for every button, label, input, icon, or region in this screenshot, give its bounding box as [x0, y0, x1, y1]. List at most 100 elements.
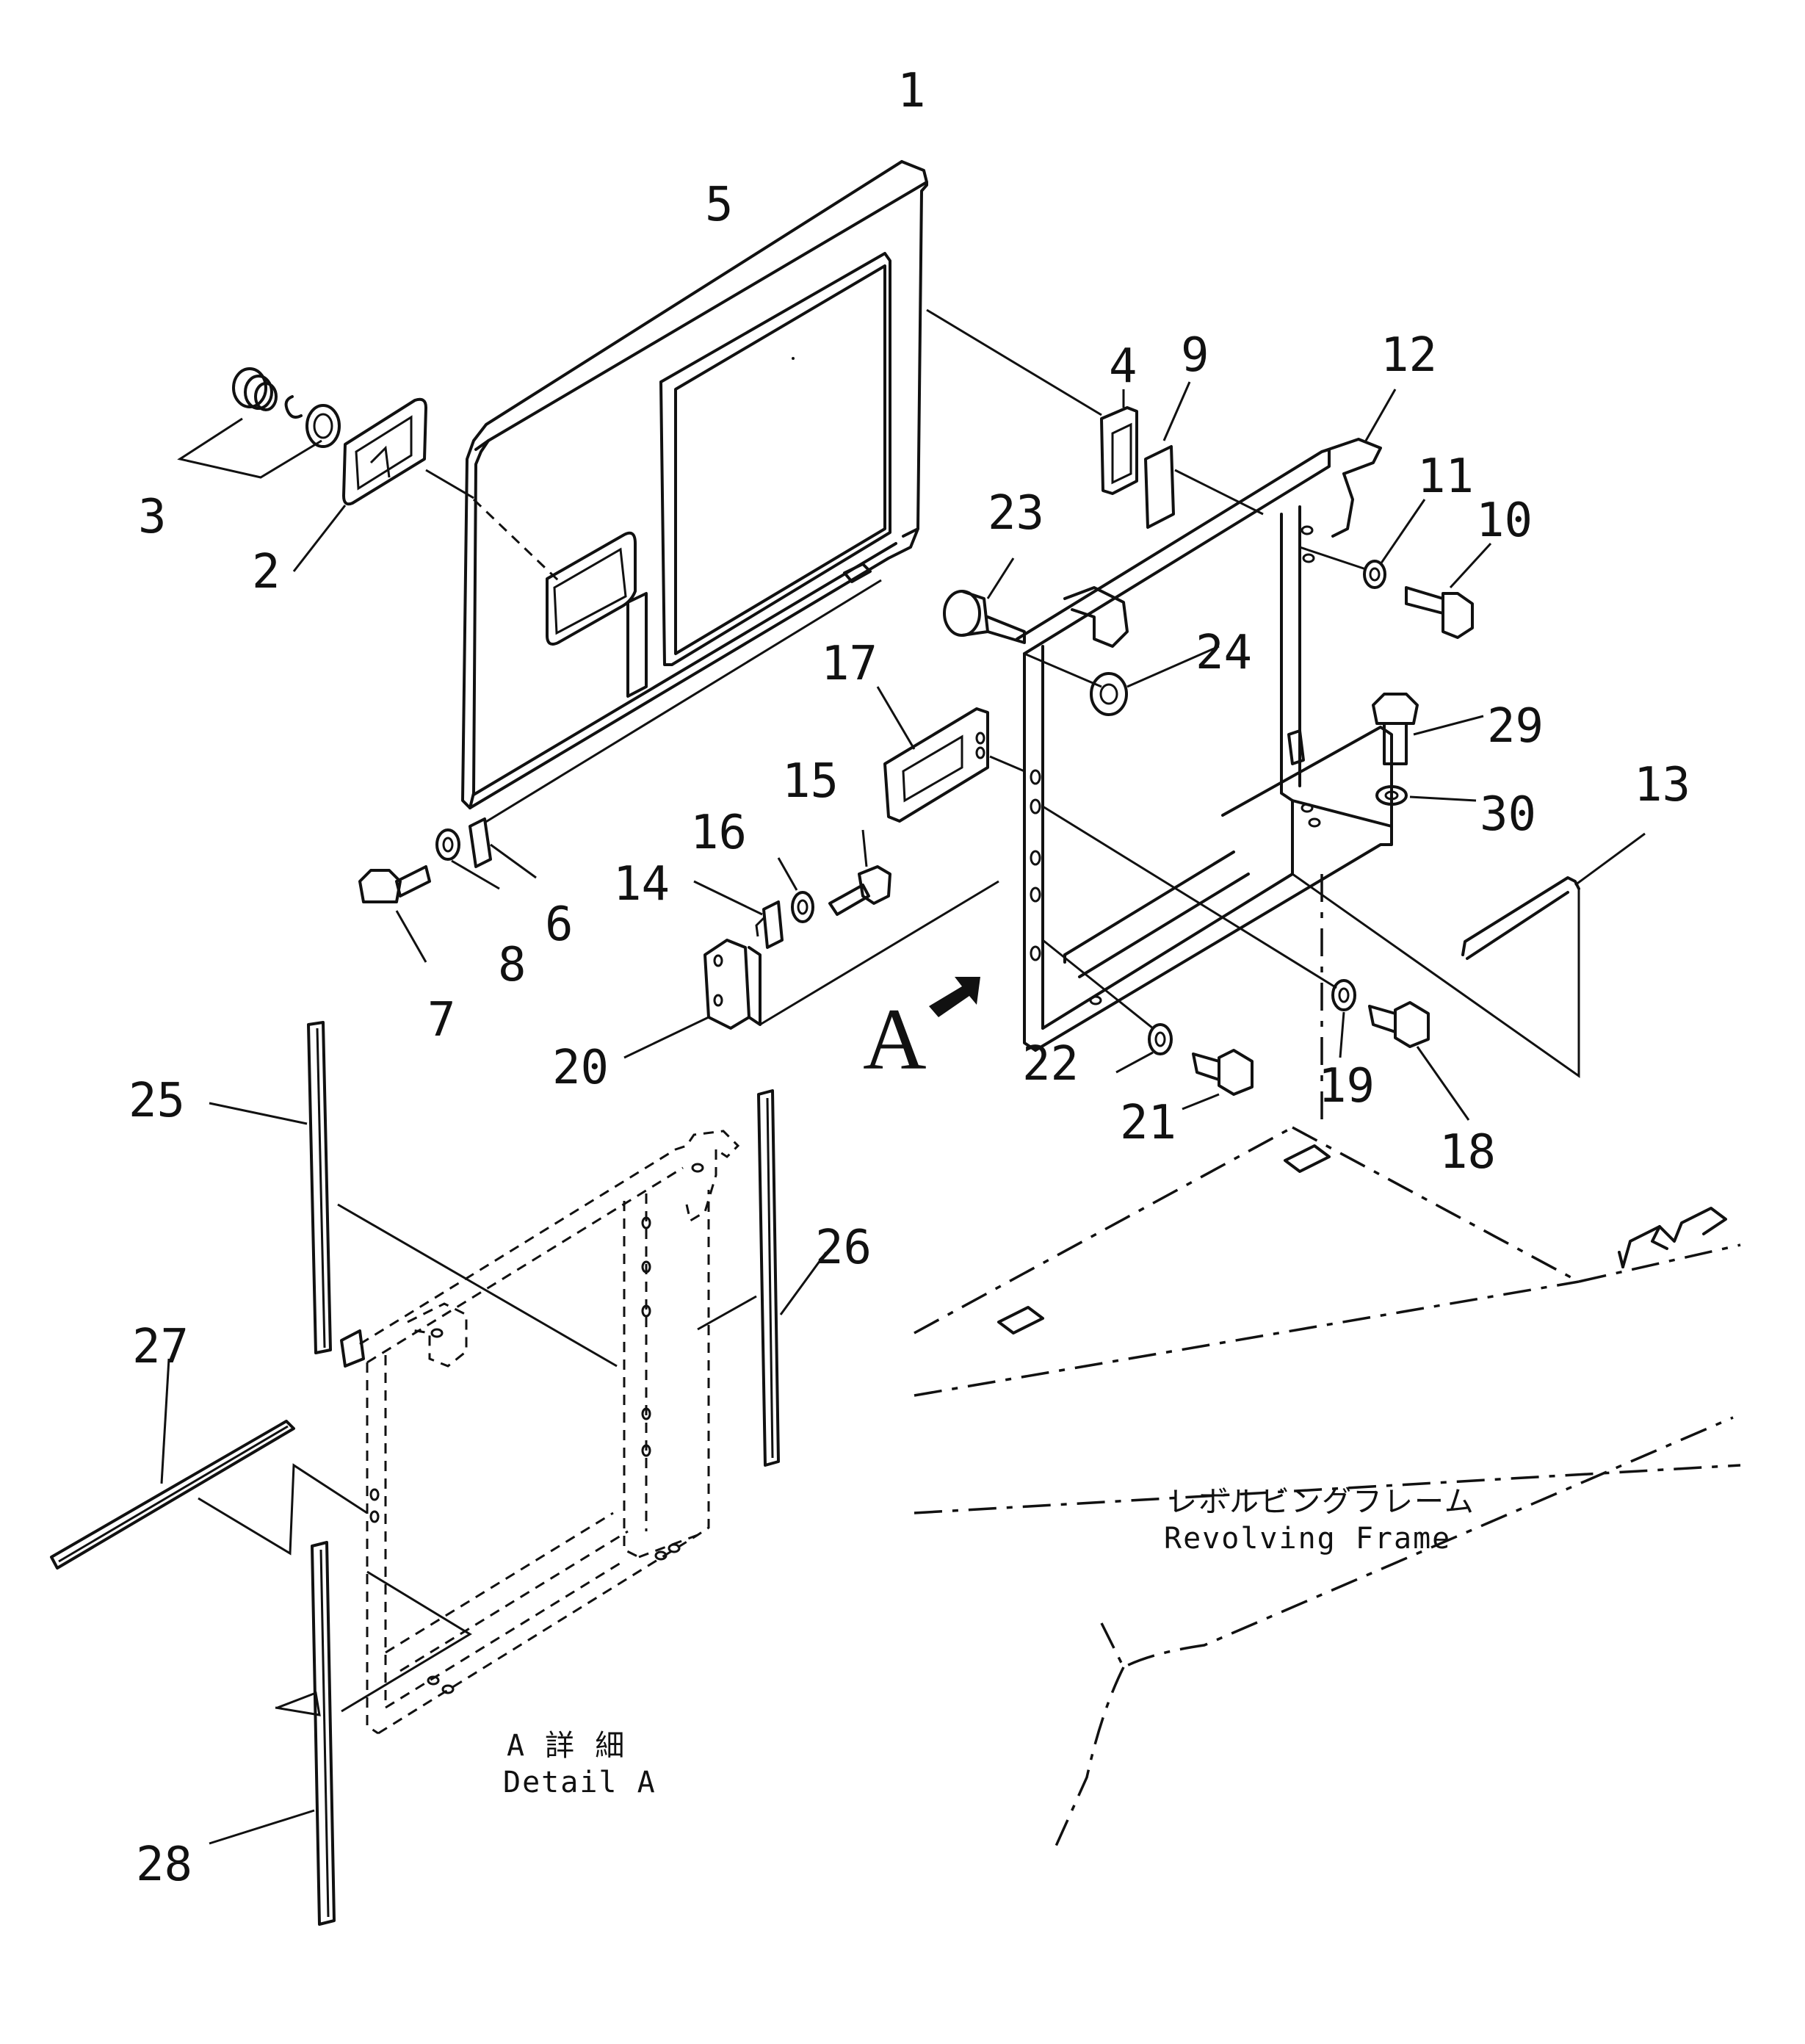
part-2-leader — [425, 469, 474, 499]
part-9-pad — [1144, 445, 1175, 529]
part-28-link-leader — [275, 1691, 321, 1716]
part-17-plate — [883, 707, 989, 823]
callout-12: 12 — [1381, 328, 1437, 383]
part-11-washer — [1363, 560, 1386, 589]
part-12-leader — [1364, 389, 1397, 441]
callout-18: 18 — [1439, 1125, 1496, 1180]
part-7-leader — [395, 910, 427, 963]
callout-16: 16 — [690, 806, 747, 860]
callout-2: 2 — [252, 545, 281, 599]
view-a-marker: A — [863, 990, 927, 1088]
pad-to-frame-leader — [1174, 469, 1264, 516]
part-30-washer — [1375, 785, 1408, 806]
part-27-link2-leader — [341, 1570, 472, 1713]
part-15-bolt — [828, 865, 891, 916]
callout-22: 22 — [1022, 1037, 1079, 1091]
part-21-bolt — [1192, 1049, 1254, 1096]
callout-15: 15 — [782, 754, 839, 809]
part-21-leader — [1182, 1093, 1220, 1111]
callout-4: 4 — [1109, 339, 1137, 394]
detail-a-label-jp: A 詳 細 — [507, 1729, 626, 1763]
washer-22-to-frame-leader — [1042, 939, 1154, 1030]
callout-30: 30 — [1480, 787, 1536, 842]
callout-17: 17 — [821, 637, 878, 691]
part-27-seal — [50, 1420, 295, 1570]
detail-a-frame — [340, 1130, 740, 1735]
washer-19-to-frame-leader — [1042, 805, 1337, 989]
part-10-bolt — [1405, 586, 1474, 639]
part-14-clip — [755, 900, 784, 949]
callout-19: 19 — [1318, 1059, 1375, 1113]
revolving-frame-label-en: Revolving Frame — [1164, 1522, 1451, 1556]
callout-1: 1 — [897, 64, 926, 118]
view-a-arrow-icon — [929, 977, 980, 1017]
callout-29: 29 — [1487, 699, 1544, 754]
part-8-leader — [451, 859, 500, 890]
part-26-leader — [779, 1252, 828, 1315]
part-6-link-leader — [484, 579, 882, 824]
callout-9: 9 — [1181, 328, 1209, 383]
part-20-link-leader — [759, 880, 999, 1026]
callout-24: 24 — [1196, 626, 1252, 680]
callout-27: 27 — [132, 1320, 189, 1374]
callout-14: 14 — [613, 857, 670, 911]
callout-11: 11 — [1417, 449, 1474, 504]
callout-5: 5 — [705, 178, 734, 232]
part-20-leader — [623, 1016, 709, 1059]
part-14-leader — [693, 880, 763, 916]
part-4-hinge — [1100, 406, 1138, 495]
callout-23: 23 — [988, 486, 1044, 541]
part-13-bracket-leader — [1292, 873, 1580, 1078]
part-29-bolt — [1372, 693, 1419, 765]
part-3-leader — [177, 417, 322, 479]
part-11-leader — [1379, 499, 1426, 565]
latch-to-window-link — [472, 498, 560, 582]
part-16-washer — [791, 891, 814, 923]
part-26-link-leader — [697, 1295, 757, 1331]
callout-20: 20 — [552, 1041, 609, 1095]
part-22-leader — [1115, 1051, 1154, 1074]
callout-25: 25 — [129, 1074, 185, 1128]
part-2-callout-leader — [292, 505, 347, 572]
callout-21: 21 — [1120, 1096, 1176, 1150]
part-6-clip — [469, 817, 492, 868]
detail-a-label-en: Detail A — [503, 1766, 656, 1799]
part-8-washer — [435, 828, 460, 861]
revolving-frame-outline — [914, 874, 1741, 1852]
part-26-seal — [757, 1089, 780, 1467]
part-27-leader — [160, 1358, 170, 1484]
part-10-leader — [1449, 542, 1492, 589]
nut-to-frame-leader — [1024, 652, 1102, 688]
part-23-leader — [986, 557, 1015, 599]
part-20-bracket — [703, 939, 762, 1030]
part-6-leader — [490, 843, 537, 879]
part-25-seal — [307, 1021, 332, 1354]
part-18-bolt — [1368, 1001, 1430, 1048]
part-30-leader — [1409, 795, 1477, 802]
part-24-leader — [1126, 645, 1220, 688]
washer-to-frame-leader — [1299, 546, 1367, 571]
part-27-link-leader — [198, 1463, 368, 1556]
part-16-leader — [777, 857, 798, 891]
callout-28: 28 — [136, 1838, 192, 1892]
panel-to-hinge-leader — [926, 308, 1102, 416]
part-29-leader — [1413, 715, 1484, 736]
part-3-plug-set — [232, 367, 341, 448]
part-13-rod — [1461, 876, 1580, 960]
part-2-latch — [342, 397, 427, 506]
part-22-washer — [1148, 1023, 1173, 1055]
part-28-seal — [311, 1541, 336, 1926]
part-12-guard-frame — [1016, 438, 1393, 1052]
callout-10: 10 — [1476, 494, 1533, 548]
part-19-washer — [1331, 979, 1356, 1011]
part-18-leader — [1416, 1046, 1470, 1121]
part-15-leader — [861, 829, 868, 867]
part-28-leader — [209, 1809, 315, 1845]
part-7-bolt — [358, 865, 431, 903]
part-24-nut — [1090, 672, 1128, 716]
plate-to-frame-leader — [989, 755, 1025, 773]
callout-8: 8 — [498, 938, 527, 992]
part-25-link-leader — [337, 1203, 618, 1368]
